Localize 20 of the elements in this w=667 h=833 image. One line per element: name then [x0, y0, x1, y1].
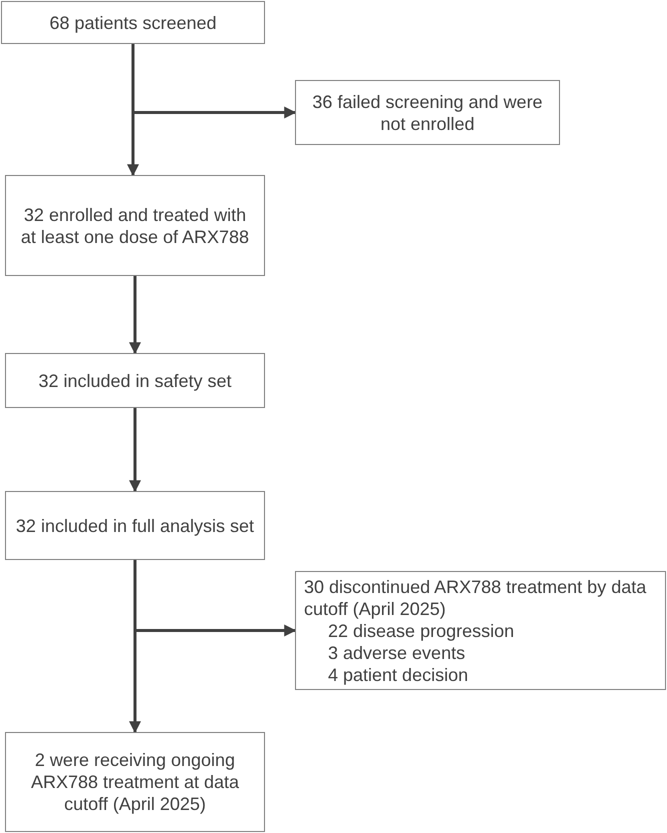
box-text: 2 were receiving ongoing ARX788 treatment at data cutoff (April 2025) [30, 749, 240, 815]
process-box [295, 80, 560, 145]
process-box [5, 175, 265, 276]
arrow [129, 560, 141, 734]
process-box [295, 571, 666, 690]
process-box [1, 1, 265, 44]
box-text: 32 enrolled and treated with at least one dose of ARX788 [20, 204, 250, 248]
process-box [5, 491, 265, 560]
list-item: 3 adverse events [327, 642, 466, 664]
box-text: 68 patients screened [49, 12, 217, 34]
box-text: 36 failed screening and were not enrolled [311, 90, 544, 134]
box-text: 32 included in full analysis set [16, 514, 254, 536]
box-text: 32 included in safety set [38, 370, 232, 392]
process-box [5, 732, 265, 832]
arrow [129, 408, 141, 492]
box-text: 30 discontinued ARX788 treatment by data cutoff (April 2025) [304, 576, 648, 620]
arrow [129, 276, 141, 354]
process-box [5, 353, 265, 408]
list-item: 4 patient decision [327, 664, 468, 686]
list-item: 22 disease progression [327, 620, 514, 642]
